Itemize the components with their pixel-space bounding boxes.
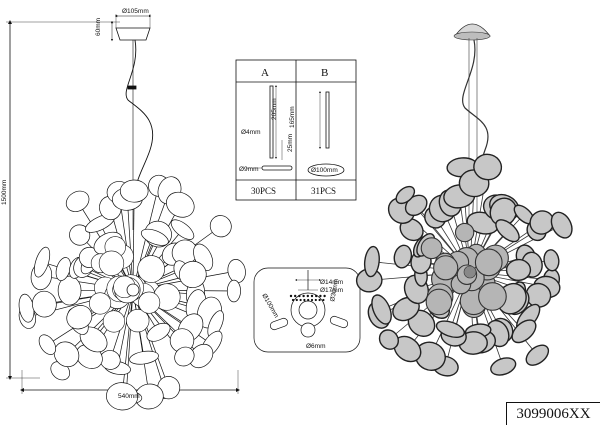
- disc: [178, 260, 207, 288]
- rod-a-tip-length: 25mm: [287, 134, 294, 152]
- hub-socket: [289, 294, 293, 298]
- hub-left: [126, 283, 140, 297]
- hub-dia-30: Ø30mm: [329, 278, 340, 302]
- disc: [511, 319, 537, 344]
- hub-dia-100: Ø100mm: [260, 293, 279, 320]
- rod: [125, 289, 134, 398]
- canopy-height-label: 60mm: [95, 18, 102, 36]
- power-cord-left: [125, 39, 154, 191]
- discs-left: [18, 174, 246, 411]
- disc: [495, 219, 520, 243]
- disc-b-diameter: Ø100mm: [311, 167, 338, 174]
- disc: [454, 222, 475, 243]
- disc: [66, 305, 93, 330]
- disc: [435, 320, 465, 338]
- rod-a-diameter: Ø4mm: [241, 129, 261, 136]
- disc: [529, 210, 555, 235]
- disc: [102, 310, 125, 333]
- disc: [425, 288, 453, 316]
- hub-socket: [307, 298, 310, 302]
- model-code-label: 3099006XX: [506, 402, 600, 425]
- disc: [550, 211, 573, 239]
- hub-socket: [310, 298, 314, 302]
- rod-b-length: 165mm: [289, 106, 296, 128]
- disc: [189, 343, 214, 369]
- count-b: 31PCS: [311, 186, 336, 196]
- hub-socket: [303, 298, 306, 302]
- rendered-view: [355, 23, 573, 377]
- disc: [170, 219, 195, 240]
- disc: [106, 382, 139, 411]
- disc: [129, 350, 159, 365]
- hub-socket: [323, 294, 326, 298]
- disc: [138, 291, 161, 314]
- disc: [89, 292, 112, 315]
- hub-dia-14: Ø14mm: [320, 279, 343, 286]
- disc: [38, 334, 57, 355]
- hub-socket: [302, 294, 305, 298]
- hub-dia-6: Ø6mm: [306, 343, 326, 350]
- disc: [57, 275, 82, 306]
- rod-a-length: 205mm: [271, 98, 278, 120]
- column-b-header: B: [321, 67, 328, 79]
- disc: [146, 322, 171, 342]
- part-table: [235, 59, 357, 201]
- disc: [34, 246, 51, 278]
- hub-socket: [319, 294, 322, 298]
- disc: [371, 294, 392, 325]
- hub-socket: [299, 298, 302, 302]
- disc: [525, 344, 550, 366]
- disc: [474, 248, 503, 277]
- disc: [65, 190, 90, 212]
- disc: [433, 255, 459, 281]
- disc: [119, 179, 149, 203]
- overall-width-label: 540mm: [118, 393, 140, 400]
- hub-socket: [318, 298, 321, 302]
- disc: [140, 228, 169, 246]
- disc: [126, 308, 150, 333]
- hub-right: [463, 265, 477, 279]
- disc: [31, 290, 57, 318]
- disc: [505, 258, 532, 282]
- canopy-diameter-label: Ø105mm: [122, 8, 149, 15]
- disc: [98, 250, 125, 276]
- count-a: 30PCS: [251, 186, 276, 196]
- disc: [137, 255, 165, 283]
- hub-socket: [295, 298, 298, 302]
- disc: [174, 346, 195, 367]
- disc: [363, 245, 380, 278]
- disc: [543, 249, 560, 272]
- rod: [132, 289, 150, 397]
- disc: [490, 357, 517, 376]
- disc: [378, 329, 400, 350]
- rod: [117, 289, 134, 368]
- disc: [473, 153, 503, 181]
- canopy-left: [115, 27, 151, 41]
- hub-dia-17: Ø17mm: [320, 287, 343, 294]
- hub-socket: [306, 294, 309, 298]
- disc: [53, 341, 80, 368]
- disc: [478, 282, 507, 311]
- disc: [227, 259, 246, 284]
- hub-socket: [291, 298, 295, 302]
- hub-detail: [253, 267, 361, 353]
- disc: [420, 237, 443, 260]
- column-a-header: A: [261, 67, 269, 79]
- hub-socket: [322, 298, 325, 302]
- hub-socket: [314, 298, 317, 302]
- hub-socket: [294, 294, 297, 298]
- disc: [209, 215, 232, 238]
- rod: [121, 289, 134, 397]
- disc-a-diameter: Ø9mm: [239, 166, 259, 173]
- disc: [395, 185, 416, 205]
- overall-height-label: 1500mm: [1, 180, 8, 205]
- hub-socket: [315, 294, 318, 298]
- line-drawing-view: [6, 14, 246, 411]
- disc: [166, 191, 195, 218]
- disc: [393, 244, 413, 269]
- hub-socket: [298, 294, 301, 298]
- hub-socket: [310, 294, 314, 298]
- disc: [226, 279, 241, 303]
